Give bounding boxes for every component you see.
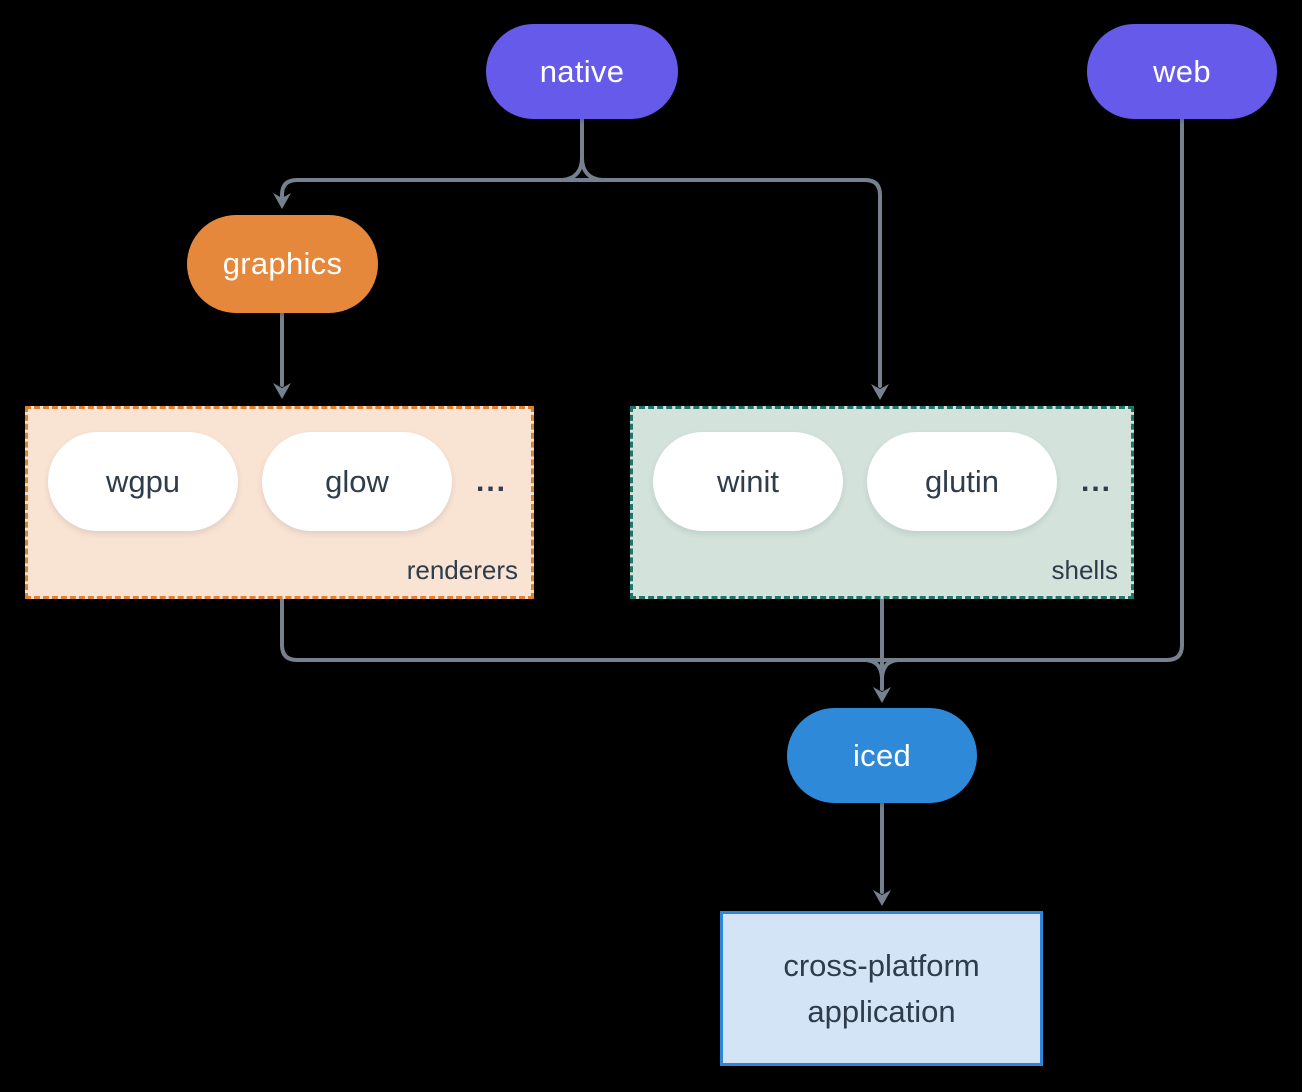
node-winit-label: winit bbox=[716, 463, 779, 499]
node-native-label: native bbox=[539, 53, 625, 89]
node-glow: glow bbox=[262, 432, 452, 531]
node-glutin-label: glutin bbox=[924, 463, 1000, 499]
node-web-label: web bbox=[1153, 53, 1211, 89]
group-shells-row: winit glutin ... bbox=[653, 432, 1131, 531]
node-cross-platform-application: cross-platform application bbox=[720, 911, 1043, 1066]
node-native: native bbox=[486, 24, 678, 119]
edge-native-split-left-flare bbox=[560, 156, 584, 182]
node-graphics: graphics bbox=[187, 215, 378, 313]
edge-native-split-right-flare bbox=[580, 156, 604, 182]
arrowhead-to-renderers bbox=[273, 383, 291, 399]
edge-merge-left-flare bbox=[864, 658, 884, 679]
renderers-ellipsis: ... bbox=[476, 464, 508, 498]
group-renderers-label: renderers bbox=[406, 555, 518, 585]
node-wgpu: wgpu bbox=[48, 432, 238, 531]
node-graphics-label: graphics bbox=[222, 246, 343, 281]
arrowhead-to-iced bbox=[873, 687, 891, 703]
application-label-line2: application bbox=[807, 993, 956, 1029]
node-iced-label: iced bbox=[852, 737, 912, 773]
node-glutin: glutin bbox=[867, 432, 1057, 531]
group-shells: winit glutin ... shells bbox=[630, 406, 1134, 599]
arrowhead-to-shells bbox=[871, 384, 889, 400]
group-renderers: wgpu glow ... renderers bbox=[25, 406, 534, 599]
shells-ellipsis: ... bbox=[1081, 464, 1113, 498]
node-glow-label: glow bbox=[325, 463, 389, 499]
edge-merge-right-flare bbox=[880, 658, 900, 679]
group-shells-label: shells bbox=[1051, 555, 1118, 585]
arrowhead-to-graphics bbox=[273, 193, 291, 209]
arrowhead-to-application bbox=[873, 890, 891, 906]
node-web: web bbox=[1087, 24, 1277, 119]
group-renderers-row: wgpu glow ... bbox=[48, 432, 531, 531]
application-label-line1: cross-platform bbox=[783, 947, 980, 983]
node-wgpu-label: wgpu bbox=[105, 463, 181, 499]
node-iced: iced bbox=[787, 708, 977, 803]
node-winit: winit bbox=[653, 432, 843, 531]
